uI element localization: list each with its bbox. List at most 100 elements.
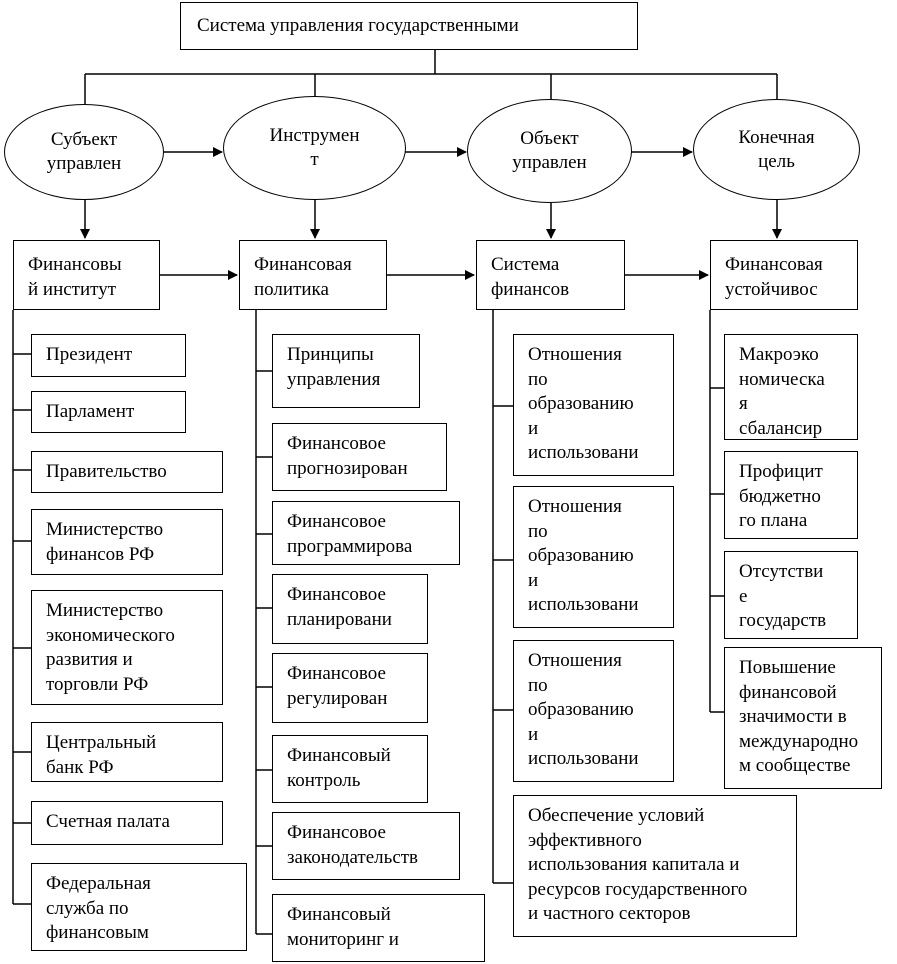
diagram-title: Система управления государственными (180, 2, 638, 50)
item-label: использовани (528, 442, 639, 463)
item-label: служба по (46, 897, 129, 919)
item-label: Отношения (528, 496, 622, 517)
item-label: сбалансир (739, 417, 823, 439)
item-ensuring-conditions: Обеспечение условий эффективного использ… (513, 795, 797, 937)
header-label: Финансовы (28, 254, 122, 275)
item-label: законодательств (287, 846, 419, 868)
item-label: Парламент (46, 401, 135, 422)
item-label: по (528, 674, 548, 696)
item-label: Финансовое (287, 822, 386, 843)
item-label: использовани (528, 594, 639, 615)
item-label: ресурсов государственного (528, 878, 748, 900)
item-label: и (528, 417, 539, 439)
header-label: Финансовая (725, 254, 823, 275)
item-label: Министерство (46, 600, 164, 621)
header-label: Система (491, 254, 560, 275)
item-label: Финансовый (287, 904, 391, 925)
item-label: использовани (528, 748, 639, 769)
ellipse-label: т (310, 149, 319, 170)
item-label: Отношения (528, 344, 622, 365)
header-label: й институт (28, 278, 117, 300)
item-financial-planning: Финансовое планировани (272, 574, 428, 644)
item-label: контроль (287, 769, 361, 791)
item-label: и частного секторов (528, 903, 691, 924)
item-label: финансовой (739, 681, 837, 703)
item-label: эффективного (528, 829, 642, 851)
item-label: и (528, 723, 539, 745)
item-label: Президент (46, 344, 133, 365)
header-label: финансов (491, 278, 570, 300)
item-financial-monitoring: Финансовый мониторинг и (272, 894, 485, 962)
item-financial-regulation: Финансовое регулирован (272, 653, 428, 723)
item-label: международно (739, 730, 859, 752)
item-label: государств (739, 610, 827, 631)
item-label: по (528, 368, 548, 390)
item-label: бюджетно (739, 485, 821, 507)
item-label: е (739, 585, 748, 607)
item-label: Финансовое (287, 433, 386, 454)
item-label: Центральный (46, 732, 157, 753)
item-label: образованию (528, 699, 634, 720)
item-label: Финансовый (287, 745, 391, 766)
item-financial-legislation: Финансовое законодательств (272, 812, 460, 880)
item-label: по (528, 520, 548, 542)
ellipse-label: цель (758, 150, 795, 172)
ellipse-instrument: Инструмен т (223, 96, 406, 200)
item-relations-1: Отношения по образованию и использовани (513, 334, 674, 476)
item-label: и (528, 569, 539, 591)
item-label: Повышение (739, 657, 836, 678)
item-label: м сообществе (739, 755, 851, 776)
item-relations-3: Отношения по образованию и использовани (513, 640, 674, 782)
item-label: экономического (46, 624, 175, 646)
item-absence-state: Отсутстви е государств (724, 551, 858, 639)
item-ministry-economy: Министерство экономического развития и т… (31, 590, 223, 705)
item-label: финансов РФ (46, 543, 155, 565)
header-label: Финансовая (254, 254, 352, 275)
item-label: Финансовое (287, 663, 386, 684)
item-label: торговли РФ (46, 673, 149, 695)
item-label: номическа (739, 368, 825, 390)
item-label: прогнозирован (287, 457, 408, 479)
item-relations-2: Отношения по образованию и использовани (513, 486, 674, 628)
ellipse-label: управлен (46, 153, 122, 174)
item-financial-control: Финансовый контроль (272, 735, 428, 803)
item-label: мониторинг и (287, 928, 399, 950)
item-ministry-finance: Министерство финансов РФ (31, 509, 223, 575)
item-macro-balance: Макроэко номическа я сбалансир (724, 334, 858, 440)
item-label: я (739, 393, 748, 414)
header-label: политика (254, 278, 329, 300)
header-financial-institution: Финансовы й институт (13, 240, 160, 310)
item-label: программирова (287, 535, 413, 557)
header-financial-system: Система финансов (476, 240, 625, 310)
item-label: Финансовое (287, 511, 386, 532)
header-financial-policy: Финансовая политика (239, 240, 387, 310)
item-budget-surplus: Профицит бюджетно го плана (724, 451, 858, 539)
item-label: развития и (46, 649, 133, 670)
ellipse-subject: Субъект управлен (4, 104, 164, 200)
ellipse-label: Объект (520, 128, 579, 149)
item-label: го плана (739, 510, 808, 531)
item-label: образованию (528, 545, 634, 566)
item-president: Президент (31, 334, 186, 377)
ellipse-object: Объект управлен (467, 99, 632, 203)
ellipse-goal: Конечная цель (693, 99, 860, 200)
item-label: Принципы (287, 344, 374, 365)
item-label: Макроэко (739, 344, 819, 365)
item-parliament: Парламент (31, 391, 186, 433)
item-management-principles: Принципы управления (272, 334, 420, 408)
ellipse-label: управлен (512, 152, 587, 173)
item-label: банк РФ (46, 756, 114, 778)
item-label: Финансовое (287, 584, 386, 605)
item-central-bank: Центральный банк РФ (31, 722, 223, 782)
item-financial-programming: Финансовое программирова (272, 501, 460, 565)
item-label: Счетная палата (46, 811, 170, 832)
item-financial-forecasting: Финансовое прогнозирован (272, 423, 447, 491)
item-label: финансовым (46, 922, 149, 943)
item-label: регулирован (287, 687, 388, 709)
item-financial-significance: Повышение финансовой значимости в междун… (724, 647, 882, 789)
item-federal-service: Федеральная служба по финансовым (31, 863, 247, 951)
item-label: образованию (528, 393, 634, 414)
item-label: управления (287, 368, 381, 390)
ellipse-label: Инструмен (269, 125, 360, 146)
